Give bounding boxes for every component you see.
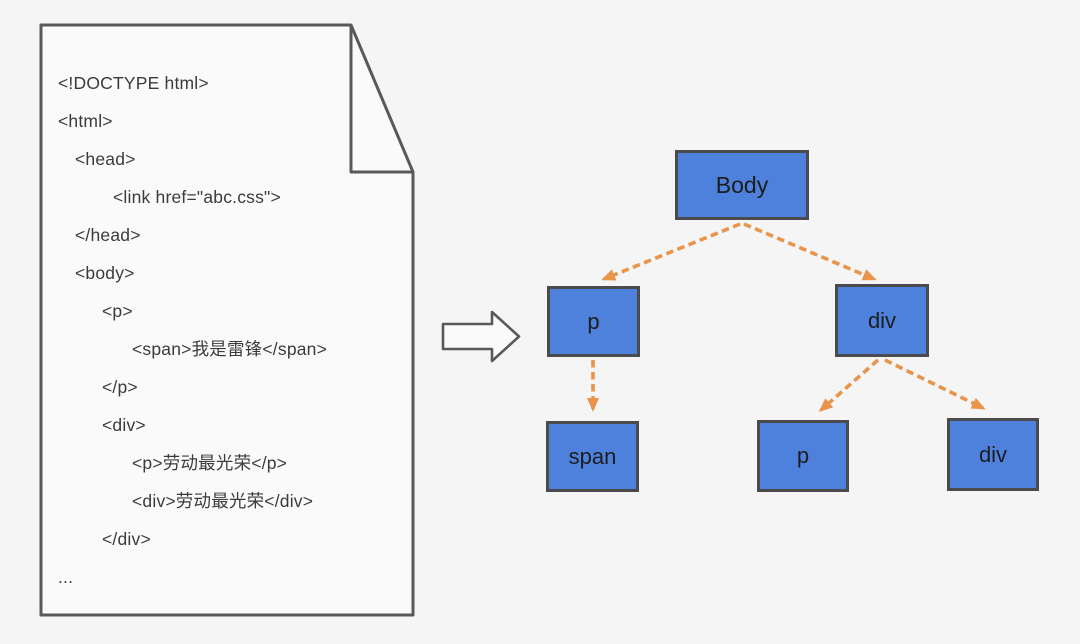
tree-node-body: Body xyxy=(675,150,809,220)
code-line: <div> xyxy=(102,415,146,435)
transform-arrow-icon xyxy=(441,310,521,363)
code-block: <!DOCTYPE html> <html> <head> <link href="a… xyxy=(38,64,416,596)
code-line: <head> xyxy=(75,149,136,169)
tree-node-span: span xyxy=(546,421,639,492)
code-line: <p> xyxy=(102,301,133,321)
tree-edges xyxy=(587,222,986,412)
code-line: <html> xyxy=(58,111,113,131)
code-line: <p>劳动最光荣</p> xyxy=(132,453,288,473)
code-line: </p> xyxy=(102,377,138,397)
html-document-shape xyxy=(39,23,415,617)
code-line: <span>我是雷锋</span> xyxy=(132,339,328,359)
folded-corner-icon xyxy=(349,25,413,174)
code-line: ... xyxy=(58,567,74,587)
tree-node-div-right: div xyxy=(835,284,929,357)
code-line: </head> xyxy=(75,225,141,245)
tree-node-p-child: p xyxy=(757,420,849,492)
edge-div-to-p xyxy=(818,358,880,412)
tree-node-p-left: p xyxy=(547,286,640,357)
edge-body-to-p xyxy=(601,222,741,281)
tree-node-div-child: div xyxy=(947,418,1039,491)
code-line: <div>劳动最光荣</div> xyxy=(132,491,314,511)
code-line: <link href="abc.css"> xyxy=(113,187,281,207)
code-line: </div> xyxy=(102,529,151,549)
code-line: <body> xyxy=(75,263,135,283)
edge-div-to-div xyxy=(884,358,986,410)
code-line: <!DOCTYPE html> xyxy=(58,73,209,93)
edge-body-to-div xyxy=(743,222,877,281)
